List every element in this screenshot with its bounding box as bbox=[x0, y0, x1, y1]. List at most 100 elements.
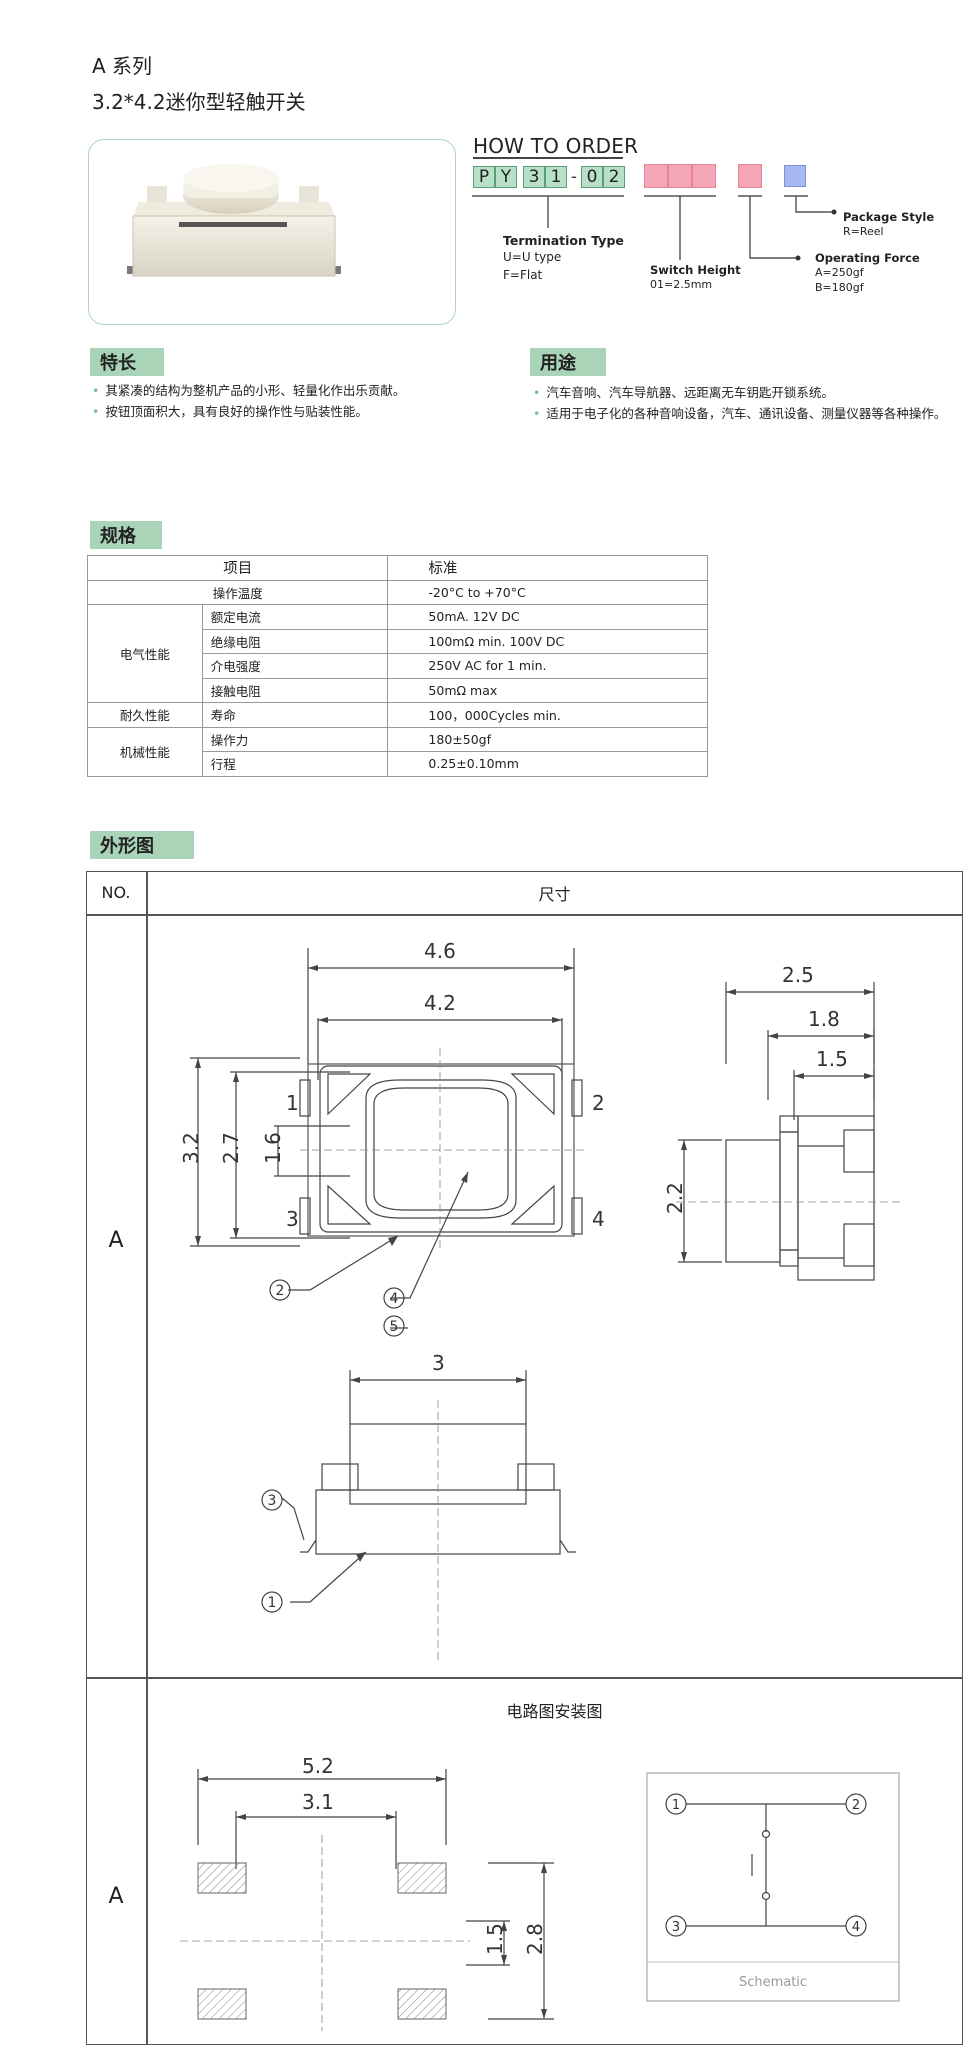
spec-item: 行程 bbox=[201, 751, 389, 777]
header-divider bbox=[86, 914, 963, 916]
spec-table: 项目 标准 操作温度 -20°C to +70°C 电气性能 额定电流 50mA… bbox=[86, 555, 708, 777]
how-to-order-heading: HOW TO ORDER bbox=[473, 134, 639, 158]
dim-2-2: 2.2 bbox=[663, 1182, 687, 1214]
dim-4-2: 4.2 bbox=[424, 991, 456, 1015]
schematic-pin-3: 3 bbox=[672, 1920, 680, 1935]
termination-option: U=U type bbox=[503, 250, 562, 264]
spec-tag: 规格 bbox=[90, 521, 162, 549]
spec-item: 额定电流 bbox=[201, 604, 389, 630]
circuit-title: 电路图安装图 bbox=[506, 1702, 603, 1721]
dim-2-7: 2.7 bbox=[219, 1132, 243, 1164]
spec-value: -20°C to +70°C bbox=[387, 579, 708, 605]
callout-3: 3 bbox=[268, 1493, 277, 1509]
spec-value: 50mA. 12V DC bbox=[387, 604, 708, 630]
code-char: Y bbox=[495, 166, 517, 188]
operating-force-option: A=250gf bbox=[815, 266, 864, 279]
code-char: P bbox=[473, 166, 495, 188]
spec-group: 耐久性能 bbox=[87, 702, 203, 728]
package-style-title: Package Style bbox=[843, 210, 935, 224]
outline-tag: 外形图 bbox=[90, 831, 194, 859]
schematic-pin-1: 1 bbox=[672, 1798, 680, 1813]
table-row: 行程 0.25±0.10mm bbox=[88, 751, 708, 777]
top-view-drawing: 4.6 4.2 3.2 2.7 1.6 1 2 3 4 2 4 5 bbox=[179, 939, 605, 1337]
header-item: 项目 bbox=[86, 555, 389, 581]
spec-value: 100mΩ min. 100V DC bbox=[387, 628, 708, 654]
order-code: P Y 3 1 - 0 2 bbox=[473, 166, 625, 188]
dim-3: 3 bbox=[432, 1351, 445, 1375]
dimension-frame bbox=[86, 871, 963, 2045]
spec-item: 操作温度 bbox=[86, 579, 389, 605]
table-header-row: 项目 标准 bbox=[86, 555, 708, 581]
product-photo bbox=[88, 139, 456, 325]
spec-value: 0.25±0.10mm bbox=[387, 751, 708, 777]
pin-4: 4 bbox=[592, 1207, 605, 1231]
features-list: 其紧凑的结构为整机产品的小形、轻量化作出乐贡献。 按钮顶面积大，具有良好的操作性… bbox=[92, 380, 405, 422]
pad bbox=[397, 1988, 447, 2020]
dim-3-2: 3.2 bbox=[179, 1132, 203, 1164]
pad bbox=[397, 1862, 447, 1894]
feature-item: 其紧凑的结构为整机产品的小形、轻量化作出乐贡献。 bbox=[92, 380, 405, 401]
termination-title: Termination Type bbox=[503, 233, 624, 248]
switch-height-boxes bbox=[644, 164, 716, 188]
callout-4: 4 bbox=[390, 1291, 399, 1307]
callout-2: 2 bbox=[276, 1283, 285, 1299]
footprint-drawing: 5.2 3.1 1.5 2.8 bbox=[180, 1754, 554, 2031]
switch-illustration bbox=[127, 164, 341, 277]
spec-value: 250V AC for 1 min. bbox=[387, 653, 708, 679]
table-row: 机械性能 操作力 180±50gf bbox=[87, 726, 708, 777]
spec-group: 电气性能 bbox=[87, 604, 203, 703]
operating-force-option: B=180gf bbox=[815, 281, 864, 294]
dim-1-5: 1.5 bbox=[483, 1923, 507, 1955]
dim-5-2: 5.2 bbox=[302, 1754, 334, 1778]
pad bbox=[197, 1862, 247, 1894]
use-item: 汽车音响、汽车导航器、远距离无车钥匙开锁系统。 bbox=[533, 382, 946, 403]
code-char: 3 bbox=[523, 166, 545, 188]
operating-force-box bbox=[738, 164, 762, 188]
schematic-pin-4: 4 bbox=[852, 1920, 860, 1935]
features-tag: 特长 bbox=[90, 348, 164, 376]
dim-1-5: 1.5 bbox=[816, 1047, 848, 1071]
callout-5: 5 bbox=[390, 1319, 399, 1335]
table-row: 绝缘电阻 100mΩ min. 100V DC bbox=[88, 628, 708, 654]
operating-force: Operating Force A=250gf B=180gf bbox=[815, 251, 920, 295]
switch-height: Switch Height 01=2.5mm bbox=[650, 263, 741, 292]
spec-item: 接触电阻 bbox=[201, 677, 389, 703]
dim-4-6: 4.6 bbox=[424, 939, 456, 963]
code-char: 0 bbox=[581, 166, 603, 188]
spec-item: 寿命 bbox=[201, 702, 389, 728]
schematic-drawing: 1 2 3 4 Schematic bbox=[646, 1772, 900, 2002]
spec-value: 180±50gf bbox=[387, 726, 708, 752]
callout-1: 1 bbox=[268, 1595, 277, 1611]
dim-1-8: 1.8 bbox=[808, 1007, 840, 1031]
table-row: 接触电阻 50mΩ max bbox=[88, 677, 708, 703]
schematic-pin-2: 2 bbox=[852, 1798, 860, 1813]
dim-1-6: 1.6 bbox=[261, 1132, 285, 1164]
col-no-header: NO. bbox=[101, 883, 131, 902]
spec-item: 介电强度 bbox=[201, 653, 389, 679]
schematic-label: Schematic bbox=[739, 1975, 807, 1990]
switch-height-title: Switch Height bbox=[650, 263, 741, 277]
pin-2: 2 bbox=[592, 1091, 605, 1115]
row-divider bbox=[86, 1677, 963, 1679]
pink-box bbox=[692, 164, 716, 188]
spec-value: 100，000Cycles min. bbox=[387, 702, 708, 728]
termination-option: F=Flat bbox=[503, 268, 543, 282]
spec-value: 50mΩ max bbox=[387, 677, 708, 703]
termination-type: Termination Type U=U type F=Flat bbox=[503, 233, 624, 284]
operating-force-title: Operating Force bbox=[815, 251, 920, 265]
spec-group: 机械性能 bbox=[87, 726, 203, 777]
use-item: 适用于电子化的各种音响设备，汽车、通讯设备、测量仪器等各种操作。 bbox=[533, 403, 946, 424]
row-label-a: A bbox=[108, 1884, 124, 1909]
code-char: 1 bbox=[545, 166, 567, 188]
order-connectors bbox=[472, 195, 837, 261]
column-divider bbox=[146, 871, 148, 2045]
spec-item: 绝缘电阻 bbox=[201, 628, 389, 654]
pin-3: 3 bbox=[286, 1207, 299, 1231]
pink-box bbox=[668, 164, 692, 188]
heading-underline bbox=[473, 157, 623, 159]
package-style: Package Style R=Reel bbox=[843, 210, 934, 239]
spec-item: 操作力 bbox=[201, 726, 389, 752]
uses-list: 汽车音响、汽车导航器、远距离无车钥匙开锁系统。 适用于电子化的各种音响设备，汽车… bbox=[533, 382, 946, 424]
series-label: A 系列 bbox=[92, 54, 153, 78]
package-style-option: R=Reel bbox=[843, 225, 884, 238]
